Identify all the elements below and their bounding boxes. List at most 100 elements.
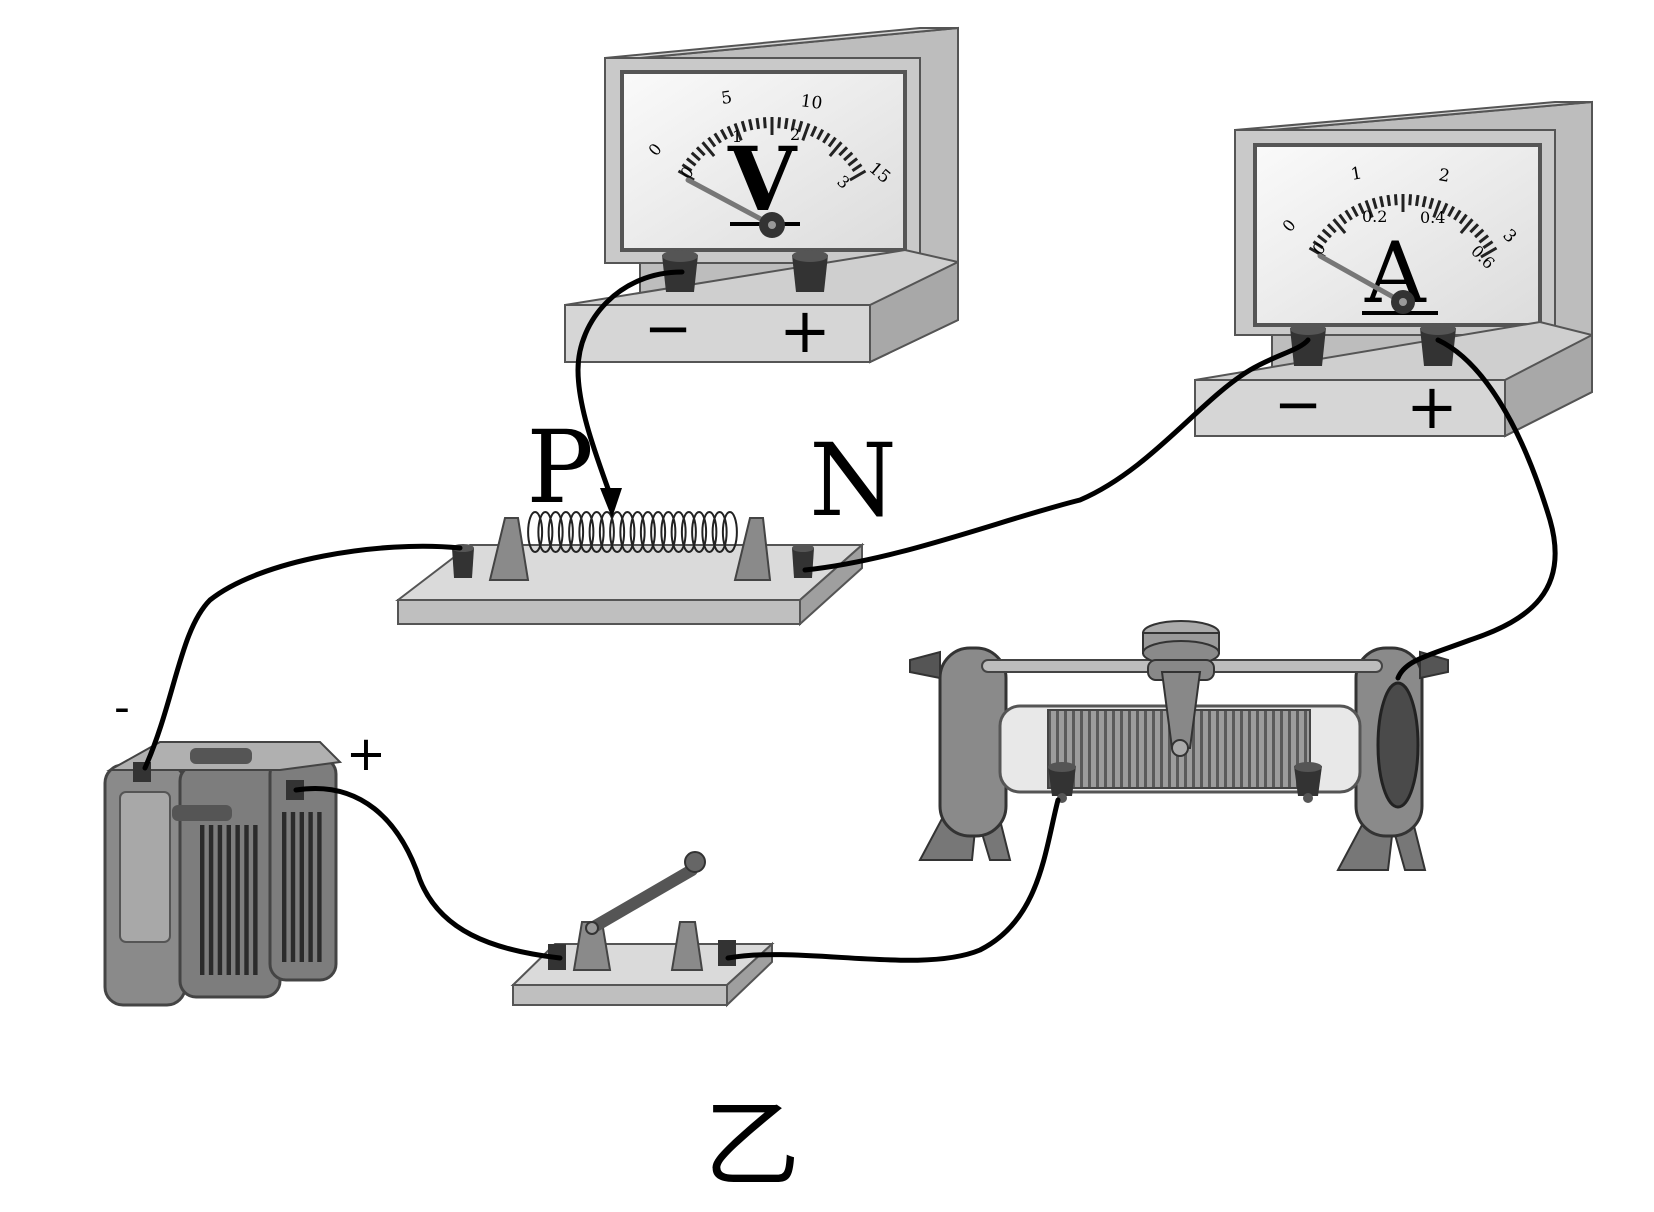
coil-loop	[609, 511, 626, 553]
battery-rib	[290, 812, 296, 962]
resistance-wire-coil	[527, 511, 738, 553]
coil-loop	[650, 511, 667, 553]
battery-rib	[308, 812, 313, 962]
voltmeter-tick	[695, 146, 706, 157]
voltmeter-tick	[797, 120, 804, 133]
label-n: N	[809, 422, 897, 539]
voltmeter-tick	[838, 146, 849, 157]
voltmeter-tick	[733, 123, 743, 141]
voltmeter-tick	[849, 169, 867, 182]
switch-blade[interactable]	[586, 864, 698, 934]
coil-loop	[701, 511, 718, 553]
coil-loop	[721, 511, 738, 553]
voltmeter-tick	[784, 117, 789, 130]
connecting-wires	[142, 269, 1558, 963]
coil-loop	[588, 511, 605, 553]
ammeter-positive-terminal[interactable]	[1420, 323, 1456, 366]
voltmeter-tick	[762, 117, 767, 129]
voltmeter-tick	[740, 120, 747, 133]
wire-voltmeter-to-p	[575, 269, 685, 503]
voltmeter-tick	[777, 117, 782, 129]
battery-rib	[253, 825, 258, 975]
voltmeter-tick	[707, 136, 717, 148]
voltmeter-tick	[801, 123, 811, 141]
ammeter-tick	[1480, 246, 1498, 259]
switch-contact-post	[670, 921, 704, 971]
ammeter-tick	[1316, 234, 1328, 244]
battery-cell-2	[178, 763, 282, 999]
voltmeter-tick	[816, 128, 825, 141]
voltmeter-positive-terminal[interactable]	[792, 250, 828, 292]
voltmeter-tick	[685, 157, 697, 167]
rheostat-slider[interactable]	[1142, 620, 1220, 757]
coil-loop	[557, 511, 574, 553]
voltmeter-tick	[847, 157, 859, 167]
sliding-rheostat	[909, 620, 1449, 871]
ammeter-negative-label: −	[1274, 370, 1323, 438]
ammeter-scale-label-1: 1	[1349, 163, 1363, 185]
ammeter-tick	[1459, 218, 1474, 235]
ammeter-tick	[1474, 228, 1485, 239]
voltmeter-tick	[851, 163, 863, 173]
voltmeter-tick	[790, 119, 796, 131]
battery-cell-1	[103, 763, 187, 1007]
battery-pack: - +	[103, 682, 386, 1007]
rheostat-left-end-plate	[938, 646, 1008, 838]
label-p: P	[526, 409, 593, 526]
ammeter-tick	[1432, 200, 1442, 218]
battery-rib	[282, 812, 287, 962]
rheostat-lower-right-terminal[interactable]	[1294, 762, 1322, 803]
coil-loop	[711, 511, 728, 553]
battery-rib	[317, 812, 322, 962]
coil-loop	[670, 511, 687, 553]
rheostat-lower-left-terminal[interactable]	[1048, 762, 1076, 803]
voltmeter-tick	[828, 141, 843, 158]
ammeter-tick	[1344, 209, 1353, 221]
ammeter-scale-label-2: 2	[1437, 165, 1451, 187]
coil-loop	[691, 511, 708, 553]
knife-switch[interactable]	[510, 851, 775, 1008]
voltmeter-inner-label-2: 2	[790, 125, 800, 144]
ammeter-tick	[1386, 194, 1391, 207]
ammeter-tick	[1338, 213, 1348, 225]
wire-switch-to-rheostat	[725, 797, 1061, 963]
voltmeter-symbol: V	[727, 127, 798, 231]
coil-loop	[680, 511, 697, 553]
ammeter-tick	[1321, 228, 1332, 239]
ammeter-tick	[1421, 196, 1427, 208]
coil-loop	[537, 511, 554, 553]
coil-loop	[547, 511, 564, 553]
switch-handle[interactable]	[684, 851, 706, 873]
ammeter-tick	[1350, 205, 1359, 218]
ammeter-inner-label-0-4: 0.4	[1420, 208, 1445, 227]
ammeter-tick	[1453, 209, 1462, 221]
ammeter: 1 2 3 0.2 0.4 0.6 0 0 A − +	[1194, 100, 1593, 443]
voltmeter-needle	[685, 177, 775, 228]
board-right-terminal[interactable]	[792, 544, 814, 578]
voltmeter-tick	[822, 132, 831, 144]
coil-loop	[639, 511, 656, 553]
coil-loop	[578, 511, 595, 553]
voltmeter-scale-label-5: 5	[720, 88, 734, 109]
voltmeter-tick	[701, 141, 716, 158]
ammeter-tick	[1379, 196, 1385, 208]
battery-rib	[235, 825, 240, 975]
wire-board-to-battery-negative	[142, 543, 463, 771]
wire-board-to-ammeter-negative	[802, 337, 1311, 573]
ammeter-needle	[1317, 253, 1405, 305]
ammeter-tick	[1408, 194, 1413, 206]
ammeter-tick	[1364, 200, 1374, 218]
ammeter-tick	[1371, 197, 1378, 210]
voltmeter-tick	[726, 125, 734, 137]
switch-right-terminal[interactable]	[718, 940, 736, 966]
ammeter-negative-terminal[interactable]	[1290, 323, 1326, 366]
voltmeter-scale-label-10: 10	[799, 91, 823, 114]
voltmeter-positive-label: +	[779, 294, 831, 367]
battery-rib	[217, 825, 223, 975]
voltmeter-tick	[748, 119, 754, 131]
voltmeter-tick	[843, 151, 854, 162]
wire-ammeter-positive-to-rheostat	[1395, 337, 1558, 681]
voltmeter-tick	[690, 151, 701, 162]
ammeter-tick	[1458, 213, 1468, 225]
